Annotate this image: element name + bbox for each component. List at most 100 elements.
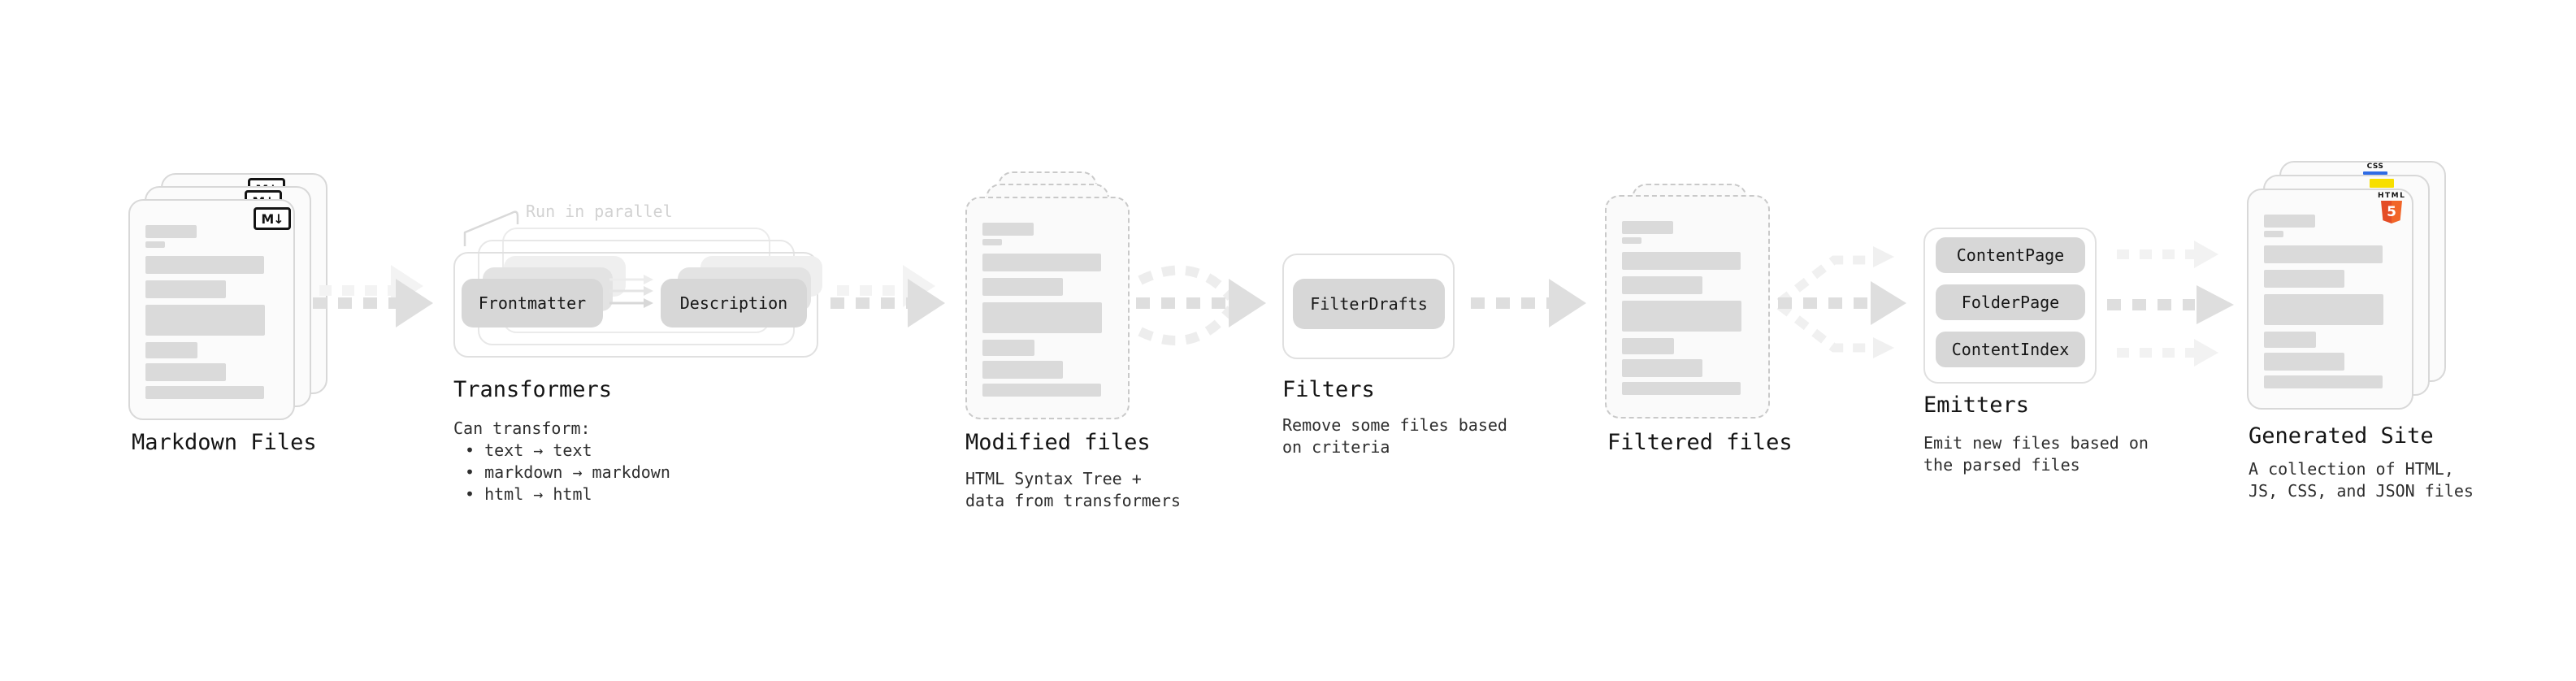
markdown-files-label: Markdown Files: [132, 430, 317, 455]
filter-filterdrafts: FilterDrafts: [1293, 279, 1445, 329]
emitter-folderpage: FolderPage: [1936, 284, 2085, 320]
doc-line-bar: [982, 278, 1063, 296]
doc-line-bar: [2264, 215, 2315, 228]
caption-line: Can transform:: [453, 419, 591, 438]
arrow-head-ghost: [2194, 241, 2218, 268]
doc-line-bar: [982, 361, 1063, 379]
filters-heading: Filters: [1282, 377, 1375, 402]
doc-line-bar: [2264, 375, 2383, 388]
arrow-dashes-ghost: [837, 285, 906, 296]
arrow-head: [1549, 279, 1586, 327]
run-in-parallel-annotation: Run in parallel: [526, 202, 673, 221]
doc-line-bar: [145, 241, 165, 248]
arrow-dashes-ghost: [2117, 249, 2194, 259]
parallel-arrows-icon: [609, 275, 653, 308]
modified-files-label: Modified files: [965, 430, 1151, 455]
modified-files-caption: HTML Syntax Tree + data from transformer…: [965, 468, 1181, 512]
html5-shield: 5: [2381, 201, 2402, 223]
transformers-caption: Can transform: • text → text • markdown …: [453, 418, 670, 505]
arrow-dashes: [2107, 299, 2195, 310]
doc-line-bar: [1622, 359, 1702, 377]
caption-bullet: • html → html: [465, 484, 592, 504]
caption-line: Remove some files based: [1282, 415, 1507, 435]
arrow-dashes-ghost: [2117, 348, 2194, 358]
markdown-icon: M↓: [254, 207, 291, 230]
doc-line-bar: [1622, 237, 1641, 244]
doc-line-bar: [2264, 294, 2383, 325]
transformer-layer-front: [453, 252, 818, 358]
js-icon: [2370, 179, 2394, 188]
doc-line-bar: [2264, 231, 2283, 237]
doc-line-bar: [145, 342, 197, 358]
generated-site-caption: A collection of HTML, JS, CSS, and JSON …: [2249, 458, 2474, 502]
html5-icon: HTML 5: [2378, 192, 2405, 223]
generated-site-label: Generated Site: [2249, 423, 2434, 449]
caption-line: data from transformers: [965, 491, 1181, 510]
doc-line-bar: [982, 239, 1002, 245]
doc-line-bar: [1622, 276, 1702, 294]
doc-line-bar: [982, 340, 1034, 356]
arrow-head: [1871, 281, 1906, 325]
doc-line-bar: [1622, 252, 1741, 270]
doc-line-bar: [2264, 270, 2344, 288]
callout-line: [463, 210, 519, 246]
caption-line: HTML Syntax Tree +: [965, 469, 1142, 488]
arrow-dashes: [1136, 297, 1227, 309]
arrow-dashes: [830, 297, 908, 309]
converge-lines: [1138, 265, 1235, 346]
modified-doc-front: [965, 197, 1130, 419]
emitters-caption: Emit new files based on the parsed files: [1923, 432, 2149, 476]
arrow-head: [908, 279, 945, 327]
transformer-frontmatter: Frontmatter: [462, 279, 603, 327]
arrow-head-ghost: [2194, 339, 2218, 367]
arrow-dashes-ghost: [319, 285, 394, 296]
doc-line-bar: [982, 302, 1102, 333]
filtered-doc-front: [1605, 195, 1770, 419]
doc-line-bar: [1622, 221, 1673, 234]
emitter-contentpage: ContentPage: [1936, 237, 2085, 273]
arrow-head-ghost: [1873, 337, 1894, 358]
caption-line: A collection of HTML,: [2249, 459, 2454, 479]
arrow-dashes: [1471, 297, 1549, 309]
transformers-heading: Transformers: [453, 377, 613, 402]
transformer-description: Description: [661, 279, 807, 327]
css-badge-label: CSS: [2366, 163, 2384, 171]
doc-line-bar: [145, 363, 226, 381]
arrow-head-ghost: [1873, 246, 1894, 267]
diverge-lines: [1776, 255, 1871, 353]
caption-line: JS, CSS, and JSON files: [2249, 481, 2474, 501]
filters-caption: Remove some files based on criteria: [1282, 414, 1507, 458]
site-doc-front: [2247, 189, 2413, 410]
filtered-files-label: Filtered files: [1607, 430, 1793, 455]
doc-line-bar: [145, 225, 197, 238]
doc-line-bar: [145, 256, 264, 274]
arrow-dashes: [313, 297, 396, 309]
doc-line-bar: [145, 305, 265, 336]
caption-bullet: • markdown → markdown: [465, 462, 670, 482]
doc-line-bar: [982, 384, 1101, 397]
doc-line-bar: [982, 254, 1101, 271]
doc-line-bar: [2264, 332, 2316, 348]
doc-line-bar: [145, 280, 226, 298]
doc-line-bar: [145, 386, 264, 399]
arrow-dashes: [1778, 297, 1869, 309]
caption-line: the parsed files: [1923, 455, 2080, 475]
emitter-contentindex: ContentIndex: [1936, 332, 2085, 367]
doc-line-bar: [1622, 301, 1741, 332]
css-icon: CSS: [2363, 163, 2387, 175]
html5-number: 5: [2387, 203, 2396, 220]
markdown-doc-front: [128, 199, 295, 420]
emitters-heading: Emitters: [1923, 393, 2030, 418]
caption-line: Emit new files based on: [1923, 433, 2149, 453]
html5-word: HTML: [2378, 192, 2406, 200]
caption-bullet: • text → text: [465, 440, 592, 460]
doc-line-bar: [1622, 382, 1741, 395]
caption-line: on criteria: [1282, 437, 1390, 457]
doc-line-bar: [1622, 338, 1674, 354]
doc-line-bar: [2264, 353, 2344, 371]
arrow-head: [1229, 279, 1266, 327]
css-badge-underline: [2363, 171, 2387, 175]
arrow-head: [396, 279, 433, 327]
arrow-head: [2197, 285, 2234, 324]
